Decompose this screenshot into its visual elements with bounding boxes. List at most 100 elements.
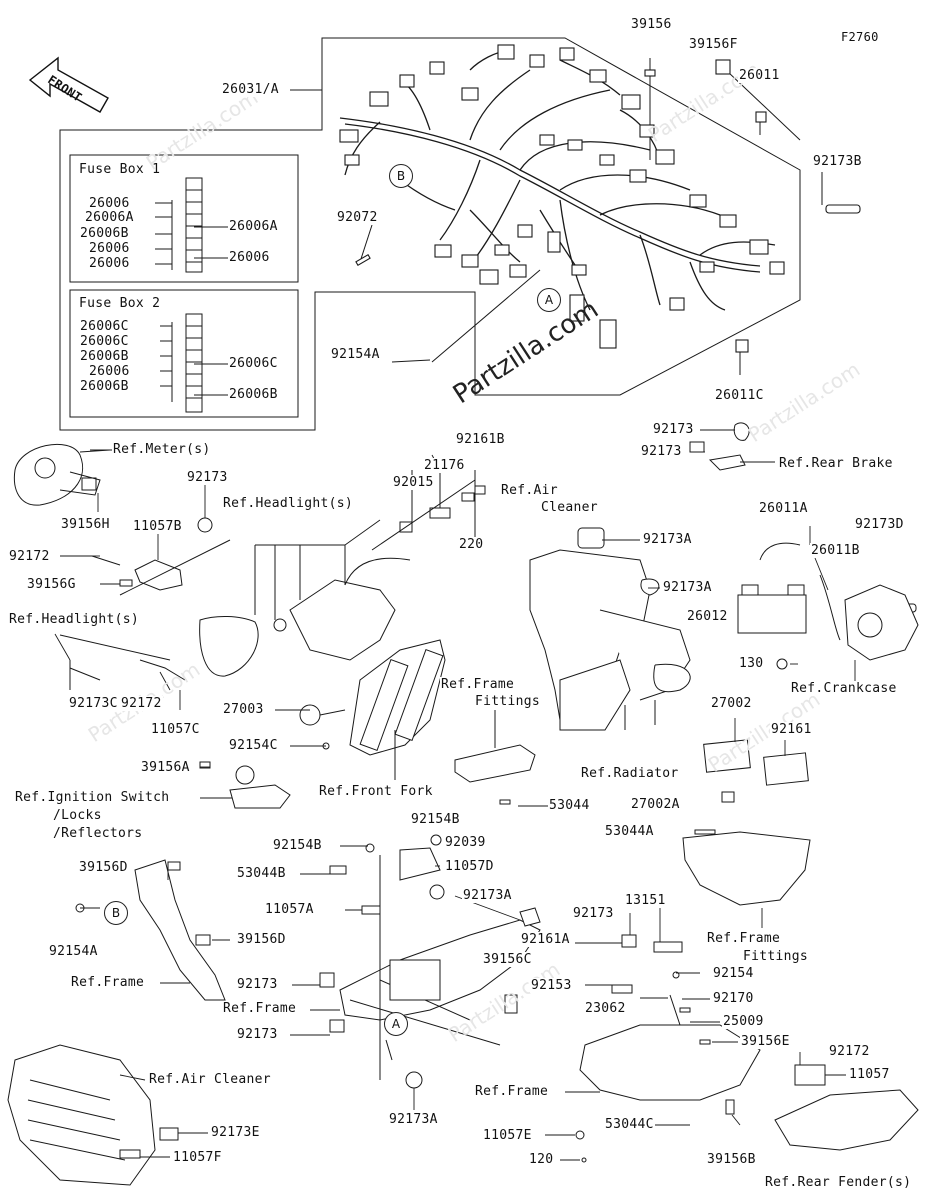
part-label: 26011 [738,68,781,83]
ref-label: Ref.Crankcase [790,681,898,696]
part-label: 92173A [388,1112,439,1127]
fuse-box-2-title: Fuse Box 2 [79,296,161,311]
ref-label: Ref.Ignition Switch [14,790,171,805]
part-label: 92173A [462,888,513,903]
ref-label: Ref.Front Fork [318,784,434,799]
part-label: 92173A [642,532,693,547]
part-label: 26006 [228,250,271,265]
part-label: 92173C [68,696,119,711]
ignition-switch-icon [199,761,291,809]
part-label: 26031/A [221,82,280,97]
part-label: 11057A [264,902,315,917]
part-label: 92172 [120,696,163,711]
part-label: 92173B [812,154,863,169]
part-label: 53044C [604,1117,655,1132]
part-label: 92039 [444,835,487,850]
part-label: 26006 [88,364,131,379]
battery-icon [737,542,917,670]
left-frame-cover-icon [75,859,226,1001]
part-label: 39156F [688,37,739,52]
leader-lines [54,429,856,1161]
ref-label: Ref.Rear Brake [778,456,894,471]
ref-label: Ref.Frame [440,677,516,692]
callout-a-bottom: A [384,1012,408,1036]
meter-icon [13,443,111,506]
air-cleaner-icon [7,1044,179,1186]
part-label: 120 [528,1152,555,1167]
part-label: 25009 [722,1014,765,1029]
fuse-box-2-frame [69,289,299,418]
crankcase-icon [844,584,919,661]
part-label: 92154B [410,812,461,827]
part-label: 26006B [79,226,130,241]
ref-label: Fittings [474,694,542,709]
part-label: 26006C [79,319,130,334]
ref-label: Ref.Air [500,483,559,498]
part-label: 13151 [624,893,667,908]
part-label: 27003 [222,702,265,717]
part-label: 11057E [482,1128,533,1143]
rear-fender-icon [774,1064,919,1151]
ref-label: Ref.Rear Fender(s) [764,1175,913,1190]
ref-label: Ref.Radiator [580,766,680,781]
part-label: 92161B [455,432,506,447]
part-label: 11057F [172,1150,223,1165]
ecu-icon [682,739,811,906]
part-label: 26006A [228,219,279,234]
headlight-mount-icon [254,470,486,661]
frame-fitting-bracket-icon [454,710,536,805]
part-label: 220 [458,537,485,552]
part-label: 92161 [770,722,813,737]
figure-code: F2760 [840,30,880,45]
callout-b-top: B [389,164,413,188]
part-label: 92154C [228,738,279,753]
part-label: 39156C [482,952,533,967]
part-label: 92173 [236,1027,279,1042]
part-label: 11057D [444,859,495,874]
part-label: 92072 [336,210,379,225]
part-label: 39156G [26,577,77,592]
rear-subframe-icon [575,934,761,1163]
ref-label: Fittings [742,949,810,964]
part-label: 92015 [392,475,435,490]
part-label: 11057C [150,722,201,737]
callout-b-left: B [104,901,128,925]
part-label: 27002A [630,797,681,812]
radiator-bracket-icon [529,527,691,731]
part-label: 26006C [228,356,279,371]
part-label: 92173 [640,444,683,459]
part-label: 26006C [79,334,130,349]
part-label: 92173A [662,580,713,595]
part-label: 92154B [272,838,323,853]
part-label: 26006B [79,379,130,394]
ref-label: Ref.Frame [70,975,146,990]
ref-label: /Reflectors [52,826,144,841]
part-label: 39156E [740,1034,791,1049]
front-arrow-icon [28,56,109,113]
part-label: 27002 [710,696,753,711]
part-label: 53044 [548,798,591,813]
fuse-box-1-title: Fuse Box 1 [79,162,161,177]
part-label: 26006B [228,387,279,402]
part-label: 26011B [810,543,861,558]
callout-a-top: A [537,288,561,312]
part-label: 92172 [8,549,51,564]
main-frame-icon [319,834,541,1089]
ref-label: Ref.Meter(s) [112,442,212,457]
part-label: 26011C [714,388,765,403]
ref-label: Cleaner [540,500,599,515]
part-label: 92173D [854,517,905,532]
part-label: 21176 [423,458,466,473]
part-label: 23062 [584,1001,627,1016]
ref-label: /Locks [52,808,103,823]
part-label: 92173 [236,977,279,992]
part-label: 39156A [140,760,191,775]
part-label: 92161A [520,932,571,947]
part-label: 130 [738,656,765,671]
ref-label: Ref.Frame [474,1084,550,1099]
part-label: 39156B [706,1152,757,1167]
part-label: 26011A [758,501,809,516]
part-label: 11057B [132,519,183,534]
part-label: 53044B [236,866,287,881]
